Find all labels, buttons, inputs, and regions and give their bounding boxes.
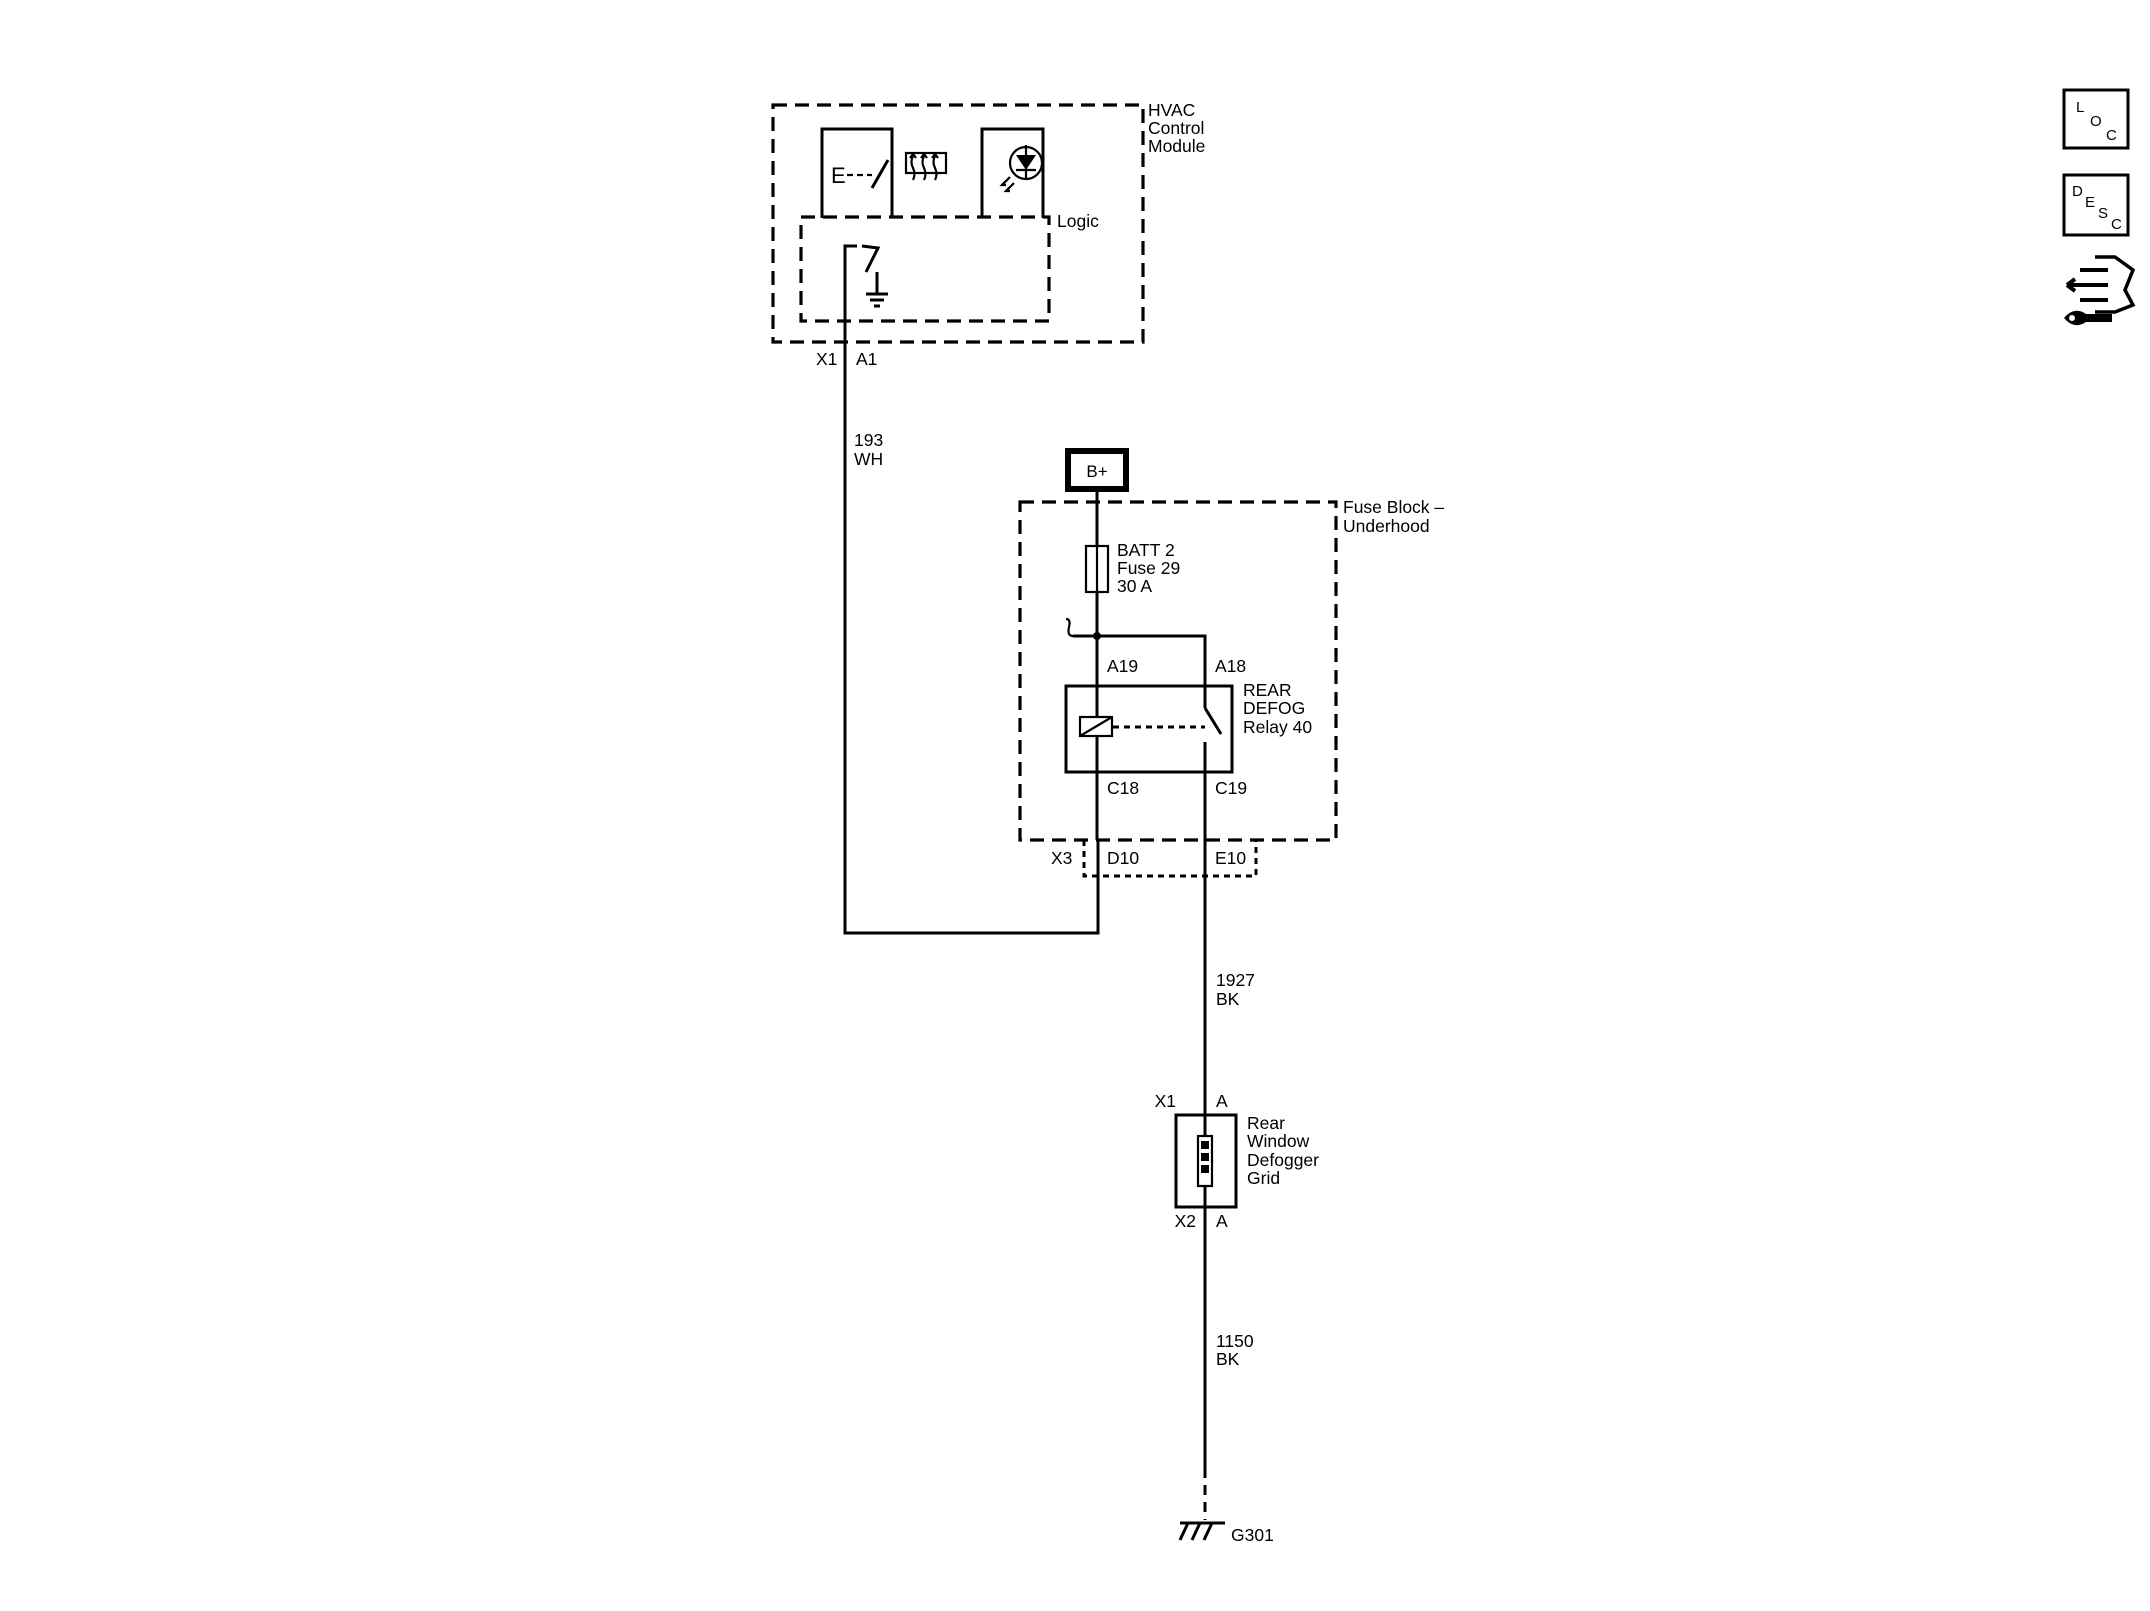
- led-indicator-icon: [999, 145, 1044, 193]
- hvac-name-line3: Module: [1148, 136, 1205, 156]
- loc-letter-l: L: [2076, 99, 2084, 116]
- switch-e-glyph: E: [831, 163, 846, 188]
- pin-d10-label: D10: [1107, 848, 1139, 868]
- defogger-bottom-pin: A: [1216, 1211, 1228, 1231]
- hvac-connector-label: X1: [816, 349, 837, 369]
- x3-connector-outline: [1082, 840, 1258, 878]
- defogger-bottom-connector: X2: [1175, 1211, 1196, 1231]
- wire-193-circuit: 193: [854, 430, 883, 450]
- desc-letter-d: D: [2072, 183, 2083, 200]
- pin-c18-label: C18: [1107, 778, 1139, 798]
- connector-repair-icon[interactable]: [2064, 255, 2136, 326]
- pin-c19-label: C19: [1215, 778, 1247, 798]
- wire-1150: 1150 BK: [1203, 1207, 1254, 1520]
- hvac-module-outline: [771, 103, 1145, 344]
- desc-icon[interactable]: D E S C: [2062, 173, 2130, 237]
- heater-grid-icon: [1196, 1134, 1214, 1188]
- relay-contact: [1203, 686, 1223, 735]
- loc-letter-o: O: [2090, 113, 2102, 130]
- rear-window-defogger-grid: X1 A Rear Window Defogger Grid X2 A: [1155, 1091, 1320, 1231]
- b-plus-label: B+: [1086, 462, 1107, 481]
- logic-box: [799, 215, 1051, 323]
- wire-193-path: [843, 360, 1100, 935]
- wire-193: 193 WH: [843, 360, 1100, 935]
- defogger-name-line4: Grid: [1247, 1168, 1280, 1188]
- wire-1927: 1927 BK: [1203, 840, 1255, 1115]
- splice-dot: [1093, 632, 1101, 640]
- fuse-line1: BATT 2: [1117, 540, 1175, 560]
- fuse-line2: Fuse 29: [1117, 558, 1180, 578]
- loc-letter-c: C: [2106, 127, 2117, 144]
- relay-line1: REAR: [1243, 680, 1292, 700]
- driver-switch: [861, 244, 881, 273]
- module-ground-icon: [866, 292, 888, 308]
- rear-defog-relay: [1064, 684, 1234, 774]
- splice-continuation: [1065, 617, 1074, 638]
- pin-a19-label: A19: [1107, 656, 1138, 676]
- defogger-top-pin: A: [1216, 1091, 1228, 1111]
- wire-1927-color: BK: [1216, 989, 1240, 1009]
- wire-193-color: WH: [854, 449, 883, 469]
- pin-e10-label: E10: [1215, 848, 1246, 868]
- hvac-name-line1: HVAC: [1148, 100, 1195, 120]
- desc-letter-e: E: [2085, 194, 2095, 211]
- switch-contact: [870, 159, 890, 189]
- fuse-block-name-line1: Fuse Block –: [1343, 497, 1444, 517]
- logic-label: Logic: [1057, 211, 1099, 231]
- wire-1150-color: BK: [1216, 1349, 1240, 1369]
- fuse-block-name-line2: Underhood: [1343, 516, 1430, 536]
- battery-positive: B+: [1065, 448, 1129, 546]
- x3-connector-label: X3: [1051, 848, 1072, 868]
- rear-defrost-symbol-icon: [904, 151, 948, 181]
- fuse-block-outline: [1018, 500, 1338, 842]
- defogger-name-line1: Rear: [1247, 1113, 1285, 1133]
- defogger-name-line2: Window: [1247, 1131, 1310, 1151]
- defogger-name-line3: Defogger: [1247, 1150, 1319, 1170]
- wire-1927-circuit: 1927: [1216, 970, 1255, 990]
- hvac-pin-label: A1: [856, 349, 877, 369]
- relay-line2: DEFOG: [1243, 698, 1305, 718]
- loc-icon[interactable]: L O C: [2062, 88, 2130, 150]
- desc-letter-c: C: [2111, 216, 2122, 233]
- hvac-output-lead: [843, 244, 857, 360]
- desc-letter-s: S: [2098, 205, 2108, 222]
- fuse-line3: 30 A: [1117, 576, 1152, 596]
- hvac-control-module: E Logic HVAC Control Modul: [771, 100, 1205, 369]
- relay-line3: Relay 40: [1243, 717, 1312, 737]
- hvac-switch-box: [820, 127, 894, 218]
- hvac-name-line2: Control: [1148, 118, 1204, 138]
- fuse-block-underhood: Fuse Block – Underhood BATT 2 Fuse 29 30…: [1018, 497, 1444, 878]
- ground-g301: G301: [1178, 1521, 1274, 1545]
- pin-a18-label: A18: [1215, 656, 1246, 676]
- ground-label: G301: [1231, 1525, 1274, 1545]
- wire-1150-circuit: 1150: [1216, 1331, 1254, 1351]
- defogger-top-connector: X1: [1155, 1091, 1176, 1111]
- hvac-indicator-box: [980, 127, 1045, 218]
